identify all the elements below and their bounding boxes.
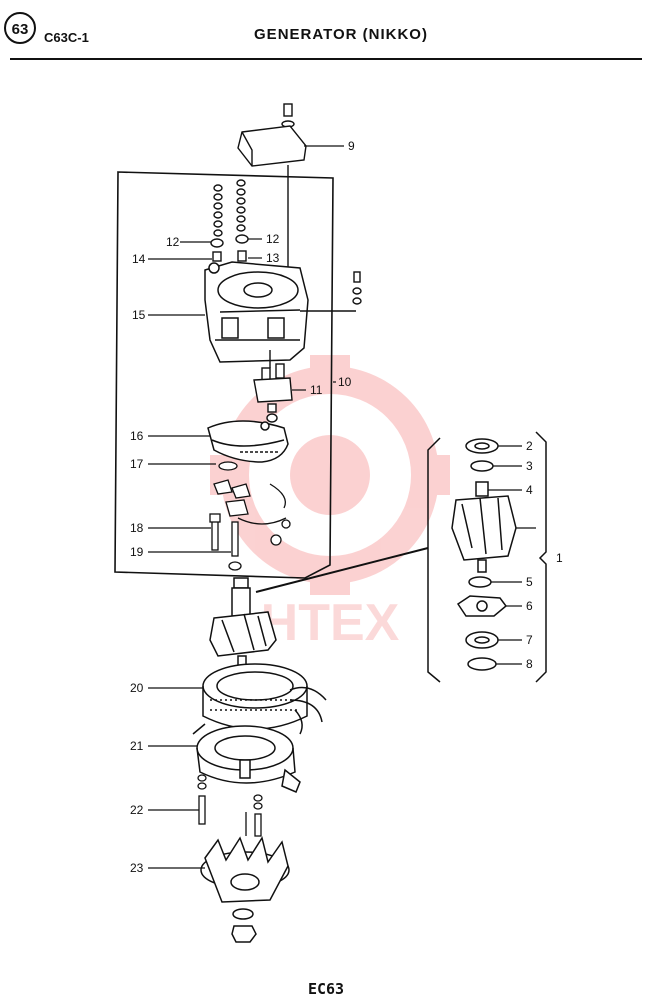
callout-15: 15 <box>132 308 146 322</box>
armature-left-bracket <box>427 437 441 683</box>
footer-page-id: EC63 <box>307 980 345 998</box>
callout-labels: 1 2 3 4 5 6 7 8 9 10 11 12 12 13 14 15 1… <box>130 139 563 875</box>
washer-3 <box>470 460 494 472</box>
washer-stacks <box>210 179 362 305</box>
callout-4: 4 <box>526 483 533 497</box>
callout-1: 1 <box>556 551 563 565</box>
part-clips-17 <box>213 461 291 546</box>
callout-11: 11 <box>310 383 323 397</box>
callout-20: 20 <box>130 681 144 695</box>
page-code: C63C-1 <box>44 30 89 45</box>
part-stator-20 <box>202 663 327 735</box>
badge-number: 63 <box>12 21 29 38</box>
part-screws-18-19 <box>209 513 242 571</box>
seal-8 <box>467 657 497 671</box>
armature-right-bracket <box>535 431 547 683</box>
part-brush-holder-11 <box>253 350 293 423</box>
washer-stack-left <box>210 184 224 262</box>
callout-12-right: 12 <box>266 232 280 246</box>
callout-17: 17 <box>130 457 144 471</box>
part-rear-housing-15 <box>204 261 356 363</box>
callout-9: 9 <box>348 139 355 153</box>
callout-10: 10 <box>338 375 352 389</box>
callout-6: 6 <box>526 599 533 613</box>
part-fan-pulley-23 <box>200 836 290 943</box>
callout-2: 2 <box>526 439 533 453</box>
callout-19: 19 <box>130 545 144 559</box>
callout-14: 14 <box>132 252 146 266</box>
callout-3: 3 <box>526 459 533 473</box>
page-title: GENERATOR (NIKKO) <box>254 26 428 43</box>
callout-16: 16 <box>130 429 144 443</box>
part-rotor-center <box>209 577 277 673</box>
callout-12-left: 12 <box>166 235 180 249</box>
leader-armature-link <box>255 547 429 593</box>
callout-18: 18 <box>130 521 144 535</box>
armature-4 <box>451 481 517 573</box>
part-rectifier-16 <box>207 420 289 463</box>
part-number-badge: 63 <box>4 12 36 44</box>
bolt-stack-far-right <box>352 271 362 305</box>
callout-13: 13 <box>266 251 280 265</box>
callout-5: 5 <box>526 575 533 589</box>
header-rule <box>10 58 642 60</box>
armature-parts <box>451 438 517 671</box>
part-cover-9 <box>237 103 307 295</box>
callout-23: 23 <box>130 861 144 875</box>
leader-lines <box>148 145 536 869</box>
assembly-bracket-10 <box>114 171 334 579</box>
callout-22: 22 <box>130 803 144 817</box>
callout-8: 8 <box>526 657 533 671</box>
part-front-housing-21 <box>192 723 301 793</box>
washer-stack-right <box>235 179 249 262</box>
part-bolts-22 <box>197 774 263 837</box>
watermark-text: HTEX <box>261 594 400 652</box>
washer-5 <box>468 576 492 588</box>
callout-7: 7 <box>526 633 533 647</box>
callout-21: 21 <box>130 739 144 753</box>
